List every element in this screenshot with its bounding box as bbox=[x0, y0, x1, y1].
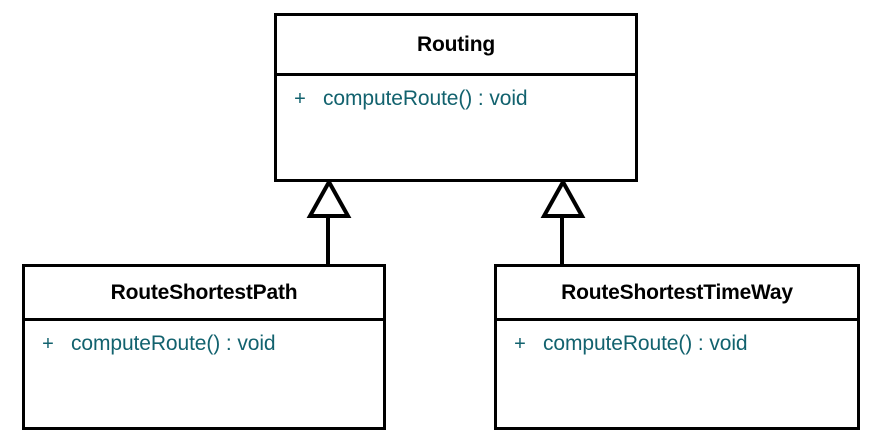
class-title-row-route-shortest-path: RouteShortestPath bbox=[25, 267, 383, 321]
class-members-route-shortest-time-way: + computeRoute() : void bbox=[497, 321, 857, 427]
member-signature: computeRoute() : void bbox=[71, 332, 276, 355]
class-members-route-shortest-path: + computeRoute() : void bbox=[25, 321, 383, 427]
generalization-line-right bbox=[560, 214, 564, 265]
generalization-arrowhead-left bbox=[306, 179, 352, 218]
member-visibility-icon: + bbox=[294, 88, 306, 110]
class-member-row[interactable]: + computeRoute() : void bbox=[25, 331, 383, 357]
member-signature: computeRoute() : void bbox=[543, 332, 748, 355]
class-box-routing[interactable]: Routing + computeRoute() : void bbox=[274, 13, 638, 182]
member-visibility-icon: + bbox=[42, 333, 54, 355]
class-member-row[interactable]: + computeRoute() : void bbox=[277, 86, 635, 112]
generalization-arrowhead-right bbox=[540, 179, 586, 218]
class-box-route-shortest-time-way[interactable]: RouteShortestTimeWay + computeRoute() : … bbox=[494, 264, 860, 430]
class-box-route-shortest-path[interactable]: RouteShortestPath + computeRoute() : voi… bbox=[22, 264, 386, 430]
class-name-route-shortest-time-way: RouteShortestTimeWay bbox=[561, 280, 793, 304]
class-members-routing: + computeRoute() : void bbox=[277, 76, 635, 179]
class-member-row[interactable]: + computeRoute() : void bbox=[497, 331, 857, 357]
member-signature: computeRoute() : void bbox=[323, 87, 528, 110]
class-name-routing: Routing bbox=[417, 32, 495, 56]
member-visibility-icon: + bbox=[514, 333, 526, 355]
generalization-line-left bbox=[326, 214, 330, 265]
class-name-route-shortest-path: RouteShortestPath bbox=[110, 280, 298, 304]
class-title-row-routing: Routing bbox=[277, 16, 635, 76]
class-title-row-route-shortest-time-way: RouteShortestTimeWay bbox=[497, 267, 857, 321]
